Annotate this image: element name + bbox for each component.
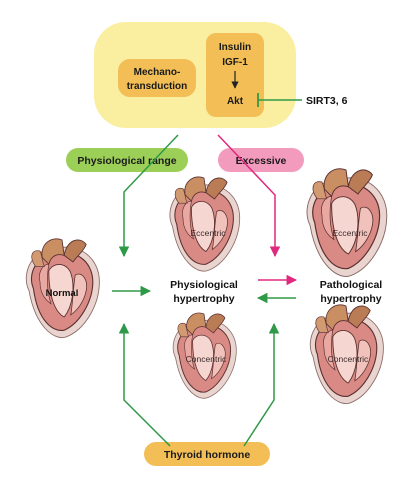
- physiological-range-label: Physiological range: [77, 155, 176, 167]
- igf1-label: IGF-1: [222, 57, 248, 68]
- signaling-to-pathological-arrow: [217, 134, 281, 258]
- normal-heart-label: Normal: [46, 288, 79, 299]
- excessive-pill: Excessive: [218, 148, 304, 172]
- akt-label: Akt: [227, 96, 244, 107]
- thyroid-hormone-label: Thyroid hormone: [164, 449, 250, 461]
- pathological-eccentric-heart-illustration: [306, 168, 388, 278]
- insulin-label: Insulin: [219, 42, 251, 53]
- physiological-eccentric-label: Eccentric: [191, 228, 227, 238]
- pathological-eccentric-label: Eccentric: [333, 228, 369, 238]
- thyroid-hormone-pill: Thyroid hormone: [144, 442, 270, 466]
- physiological-concentric-label: Concentric: [186, 354, 227, 364]
- pathological-hypertrophy-line1: Pathological: [320, 279, 383, 291]
- pathological-concentric-label: Concentric: [328, 354, 369, 364]
- thyroid-to-physiological-arrow: [118, 322, 171, 447]
- physiological-range-pill: Physiological range: [66, 148, 188, 172]
- thyroid-to-pathological-arrow: [243, 322, 280, 447]
- sirt-label: SIRT3, 6: [306, 95, 348, 107]
- signaling-to-physiological-arrow: [118, 134, 179, 258]
- mechanotransduction-box: [118, 59, 196, 97]
- physiological-hypertrophy-line1: Physiological: [170, 279, 238, 291]
- mechanotransduction-label-line2: transduction: [127, 81, 188, 92]
- pathological-hypertrophy-line2: hypertrophy: [320, 293, 381, 305]
- excessive-label: Excessive: [236, 155, 287, 167]
- signaling-panel: Mechano- transduction Insulin IGF-1 Akt …: [94, 22, 348, 128]
- physiological-eccentric-heart-illustration: [169, 176, 241, 272]
- mechanotransduction-label-line1: Mechano-: [134, 67, 181, 78]
- physiological-hypertrophy-line2: hypertrophy: [173, 293, 234, 305]
- pathway-arrows: [112, 134, 298, 447]
